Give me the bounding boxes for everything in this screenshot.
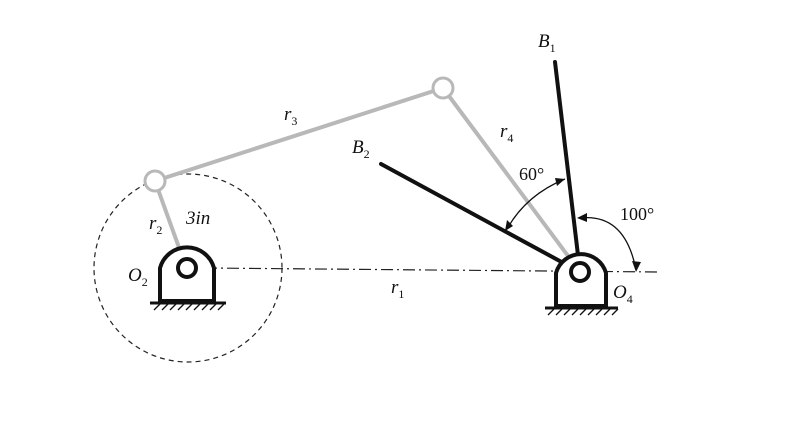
link-r3 [153,86,445,183]
ground-pivot-O4 [545,252,619,316]
line-B2 [379,162,582,274]
crank-path-circle [93,173,283,363]
joint-A [143,169,167,193]
line-B1 [553,60,582,274]
label-angle-100: 100° [620,204,654,224]
label-angle-60: 60° [519,164,544,184]
ground-pivot-O2 [150,245,226,311]
label-O4: O4 [613,282,633,306]
label-B2: B2 [352,137,370,161]
arrowhead-100-a [632,261,641,272]
label-r3: r3 [284,104,297,128]
label-B1: B1 [538,31,556,55]
arrowhead-100-b [577,213,587,222]
label-r1: r1 [391,277,404,301]
label-crank-length: 3in [185,208,210,229]
joint-B [431,76,455,100]
angle-arc-100 [579,216,637,271]
label-O2: O2 [128,265,148,289]
link-r4 [441,86,582,274]
arrowhead-60-b [505,220,513,231]
label-r2: r2 [149,213,162,237]
label-r4: r4 [500,121,513,145]
arrowhead-60-a [555,178,565,186]
